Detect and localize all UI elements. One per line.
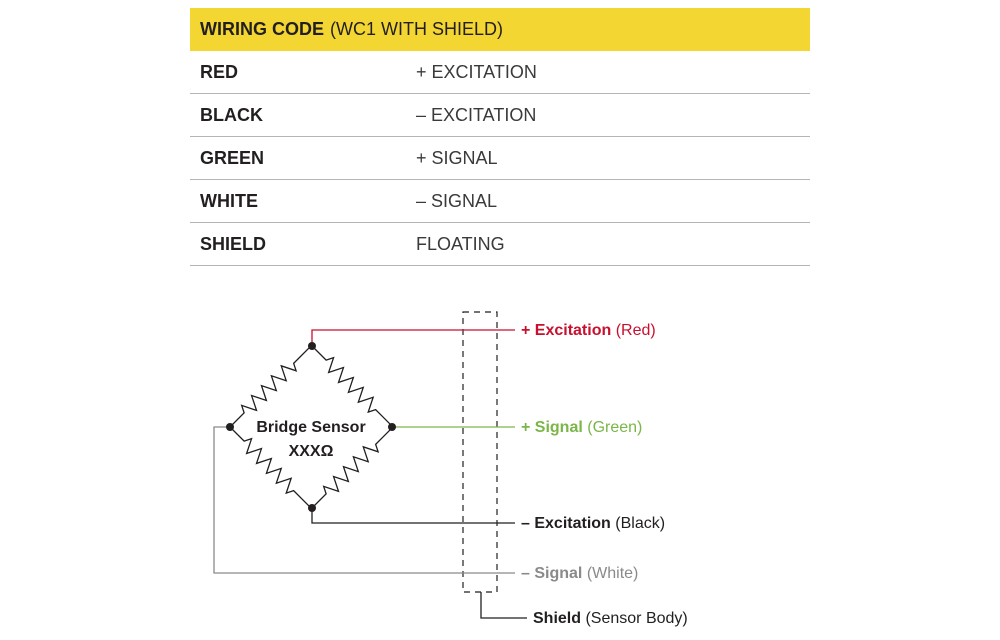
bridge-resistor-network (229, 344, 313, 510)
wire-function-cell: FLOATING (416, 233, 505, 254)
wire-function-cell: + EXCITATION (416, 61, 537, 82)
label-bold: – Excitation (521, 515, 611, 532)
resistor-zigzag (311, 425, 395, 509)
wire-color-cell: BLACK (200, 104, 263, 125)
table-row: RED + EXCITATION (190, 51, 810, 94)
wire-function-cell: – EXCITATION (416, 104, 537, 125)
node-top (308, 342, 316, 350)
node-left (226, 423, 234, 431)
node-bottom (308, 504, 316, 512)
wire-function-cell: + SIGNAL (416, 147, 498, 168)
sensor-label: Bridge Sensor (256, 419, 365, 436)
table-row: GREEN + SIGNAL (190, 137, 810, 180)
label-signal-positive: + Signal (Green) (521, 419, 642, 436)
label-shield: Shield (Sensor Body) (533, 610, 688, 627)
shield-enclosure (462, 311, 498, 593)
label-signal-negative: – Signal (White) (521, 565, 638, 582)
table-header: WIRING CODE (WC1 WITH SHIELD) (190, 8, 810, 51)
shield-wire (480, 592, 527, 619)
table-subtitle: (WC1 WITH SHIELD) (330, 19, 503, 39)
resistor-zigzag (229, 426, 313, 510)
wire-color-cell: SHIELD (200, 233, 267, 254)
table-row: WHITE – SIGNAL (190, 180, 810, 223)
table-row: BLACK – EXCITATION (190, 94, 810, 137)
wire-function-cell: – SIGNAL (416, 190, 498, 211)
label-color: (Green) (587, 419, 642, 436)
red-wire (311, 329, 515, 346)
bridge-resistor-network-right-top (311, 345, 395, 429)
wire-color-cell: RED (200, 61, 239, 82)
wire-color-cell: WHITE (200, 190, 258, 211)
resistor-zigzag (311, 345, 395, 429)
label-bold: – Signal (521, 565, 582, 582)
table-row: SHIELD FLOATING (190, 223, 810, 266)
wire-color-cell: GREEN (200, 147, 265, 168)
table-title: WIRING CODE (200, 19, 324, 39)
label-excitation-negative: – Excitation (Black) (521, 515, 665, 532)
wiring-code-table: WIRING CODE (WC1 WITH SHIELD) RED + EXCI… (190, 8, 810, 266)
bridge-resistor-network-right-bottom (311, 425, 395, 509)
label-excitation-positive: + Excitation (Red) (521, 322, 656, 339)
label-color: (Sensor Body) (585, 610, 687, 627)
label-color: (White) (587, 565, 639, 582)
white-wire (213, 426, 515, 574)
label-color: (Black) (615, 515, 665, 532)
label-bold: Shield (533, 610, 581, 627)
bridge-wiring-diagram: Bridge Sensor XXXΩ + Excitation (Red) + … (213, 311, 688, 627)
sensor-value: XXXΩ (289, 443, 334, 460)
black-wire (311, 508, 515, 524)
label-bold: + Signal (521, 419, 583, 436)
resistor-zigzag (229, 344, 313, 428)
label-bold: + Excitation (521, 322, 611, 339)
node-right (388, 423, 396, 431)
label-color: (Red) (616, 322, 656, 339)
